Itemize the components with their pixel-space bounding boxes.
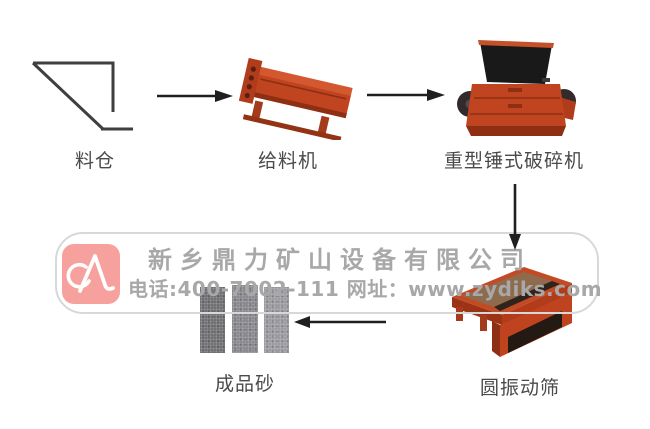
screen-machine-illustration: [452, 267, 572, 357]
feeder-machine-illustration: [238, 57, 353, 140]
sand-label: 成品砂: [214, 373, 275, 395]
sand-sample-bar-mid: [232, 285, 258, 353]
feeder-label: 给料机: [257, 150, 318, 172]
watermark-contact-line: 电话:400-7002-111 网址：www.zydiks.com: [128, 277, 603, 301]
sand-sample-bar-dark: [200, 287, 225, 353]
arrow-left-icon: [294, 316, 386, 328]
arrow-right-icon: [157, 90, 233, 102]
crusher-label: 重型锤式破碎机: [443, 150, 584, 172]
crusher-machine-illustration: [457, 40, 576, 136]
company-logo: [62, 244, 120, 304]
watermark-company-name: 新乡鼎力矿山设备有限公司: [148, 246, 532, 274]
dingli-logo-icon: [66, 254, 115, 293]
sand-sample-bar-light: [264, 287, 289, 353]
hopper-shape: [31, 61, 133, 131]
screen-label: 圆振动筛: [479, 377, 560, 399]
arrow-right-icon: [367, 89, 445, 101]
hopper-label: 料仓: [74, 150, 115, 172]
arrow-down-icon: [509, 184, 521, 250]
